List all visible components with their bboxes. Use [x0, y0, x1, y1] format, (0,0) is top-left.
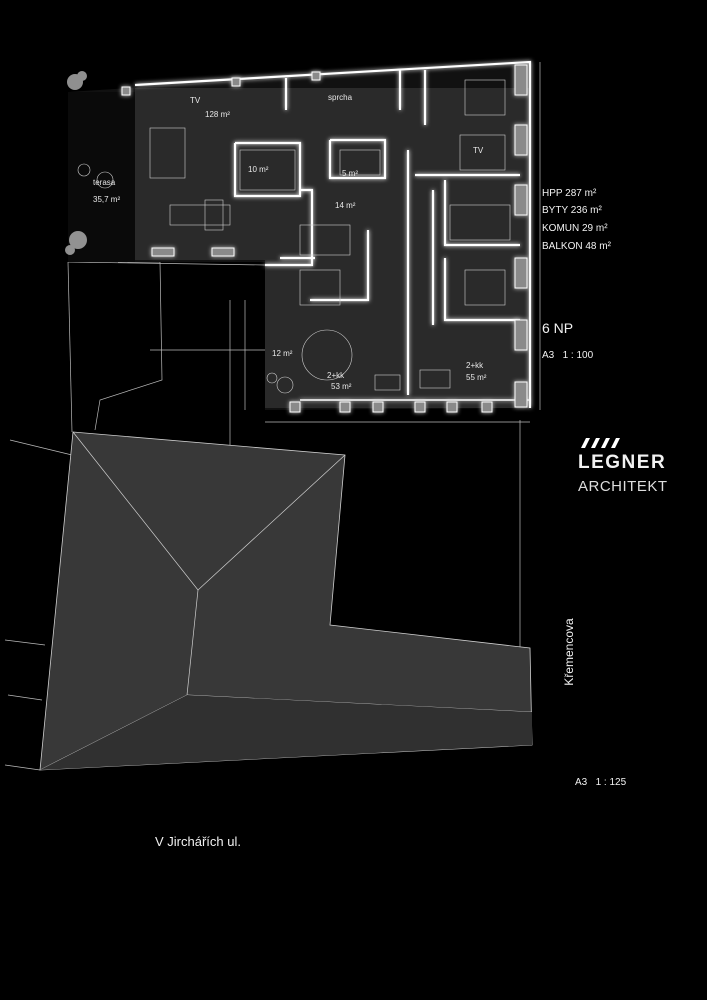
room-label: TV	[190, 96, 201, 105]
stat-balkon: BALKON 48 m²	[542, 241, 611, 252]
street-south: V Jirchářích ul.	[155, 834, 241, 849]
floor-plan: TV 128 m² sprcha 10 m² 5 m² 14 m² TV ter…	[65, 60, 532, 413]
stat-hpp: HPP 287 m²	[542, 188, 597, 199]
room-label: sprcha	[328, 93, 353, 102]
room-label: 53 m²	[331, 382, 352, 391]
room-label: 14 m²	[335, 201, 356, 210]
room-label: 2+kk	[327, 371, 345, 380]
room-label: 128 m²	[205, 110, 230, 119]
scale-site: A3 1 : 125	[575, 777, 627, 788]
room-label: 35,7 m²	[93, 195, 120, 204]
tree-icon	[65, 71, 87, 255]
logo-name: LEGNER	[578, 452, 667, 473]
stat-komun: KOMUN 29 m²	[542, 223, 608, 234]
roof-plan	[39, 431, 533, 771]
room-label: 5 m²	[342, 169, 358, 178]
street-east: Křemencova	[562, 618, 576, 686]
stat-byty: BYTY 236 m²	[542, 205, 602, 216]
room-label: terasa	[93, 178, 116, 187]
logo-subtitle: ARCHITEKT	[578, 478, 668, 495]
scale-plan: A3 1 : 100	[542, 350, 594, 361]
floor-label: 6 NP	[542, 320, 574, 336]
logo-stripes-icon	[581, 438, 620, 448]
room-label: 12 m²	[272, 349, 293, 358]
room-label: 10 m²	[248, 165, 269, 174]
room-label: 2+kk	[466, 361, 484, 370]
room-label: TV	[473, 146, 484, 155]
room-label: 55 m²	[466, 373, 487, 382]
